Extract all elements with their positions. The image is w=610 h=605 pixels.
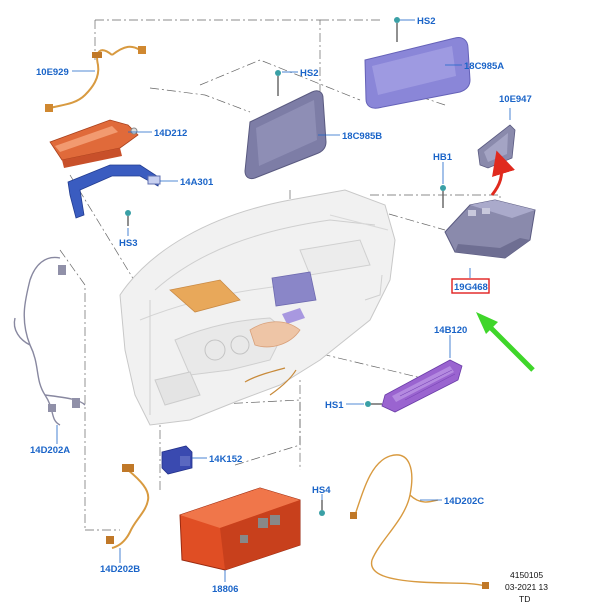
harness-10e929 — [45, 45, 146, 112]
label-14b120: 14B120 — [434, 325, 467, 336]
highlight-box — [451, 278, 490, 294]
bracket-14a301 — [67, 164, 161, 219]
reference-initials: TD — [519, 594, 530, 604]
screw-hs2-mid-icon — [275, 70, 281, 96]
screw-hs4-icon — [319, 500, 325, 516]
reference-number: 4150105 — [510, 570, 543, 580]
leader-lines — [56, 19, 511, 582]
display-18c985a — [364, 37, 471, 109]
label-14d212: 14D212 — [154, 128, 187, 139]
bracket-10e947 — [477, 124, 516, 169]
unit-18806 — [179, 487, 301, 571]
reference-date: 03-2021 13 — [505, 582, 548, 592]
module-14b120 — [381, 359, 463, 413]
label-hs3: HS3 — [119, 238, 137, 249]
dash-harness-ghost — [244, 321, 301, 396]
highlight-arrow-icon — [476, 312, 535, 372]
part-labels: HS2 18C985A HS2 18C985B 10E929 14D212 14… — [30, 16, 532, 595]
label-18806: 18806 — [212, 584, 238, 595]
move-arrow-icon — [490, 150, 515, 196]
drawing-reference: 4150105 03-2021 13 TD — [505, 570, 548, 604]
label-hs2-top: HS2 — [417, 16, 435, 27]
module-19g468 — [444, 199, 536, 259]
harness-14d202c — [350, 454, 489, 589]
label-10e947: 10E947 — [499, 94, 532, 105]
label-14k152: 14K152 — [209, 454, 242, 465]
label-10e929: 10E929 — [36, 67, 69, 78]
label-14d202c: 14D202C — [444, 496, 484, 507]
harness-14d202a — [13, 256, 86, 426]
screw-hs3-icon — [125, 210, 131, 226]
label-hb1: HB1 — [433, 152, 453, 163]
dash-airbag-ghost — [169, 279, 241, 313]
label-14d202a: 14D202A — [30, 445, 70, 456]
display-18c985b — [244, 90, 327, 180]
label-19g468: 19G468 — [454, 282, 488, 293]
screw-hs1-icon — [365, 401, 382, 407]
instrument-panel-outline — [119, 189, 396, 426]
label-14a301: 14A301 — [180, 177, 214, 188]
label-hs1: HS1 — [325, 400, 344, 411]
screw-hs2-top-icon — [394, 17, 400, 42]
harness-14d202b — [106, 464, 150, 549]
label-hs4: HS4 — [312, 485, 331, 496]
label-hs2-mid: HS2 — [300, 68, 318, 79]
module-14d212 — [49, 119, 139, 168]
label-18c985b: 18C985B — [342, 131, 382, 142]
label-18c985a: 18C985A — [464, 61, 504, 72]
dash-display-ghost — [271, 271, 317, 324]
connector-14k152 — [161, 445, 193, 475]
bolt-hb1-icon — [440, 185, 446, 208]
label-14d202b: 14D202B — [100, 564, 140, 575]
